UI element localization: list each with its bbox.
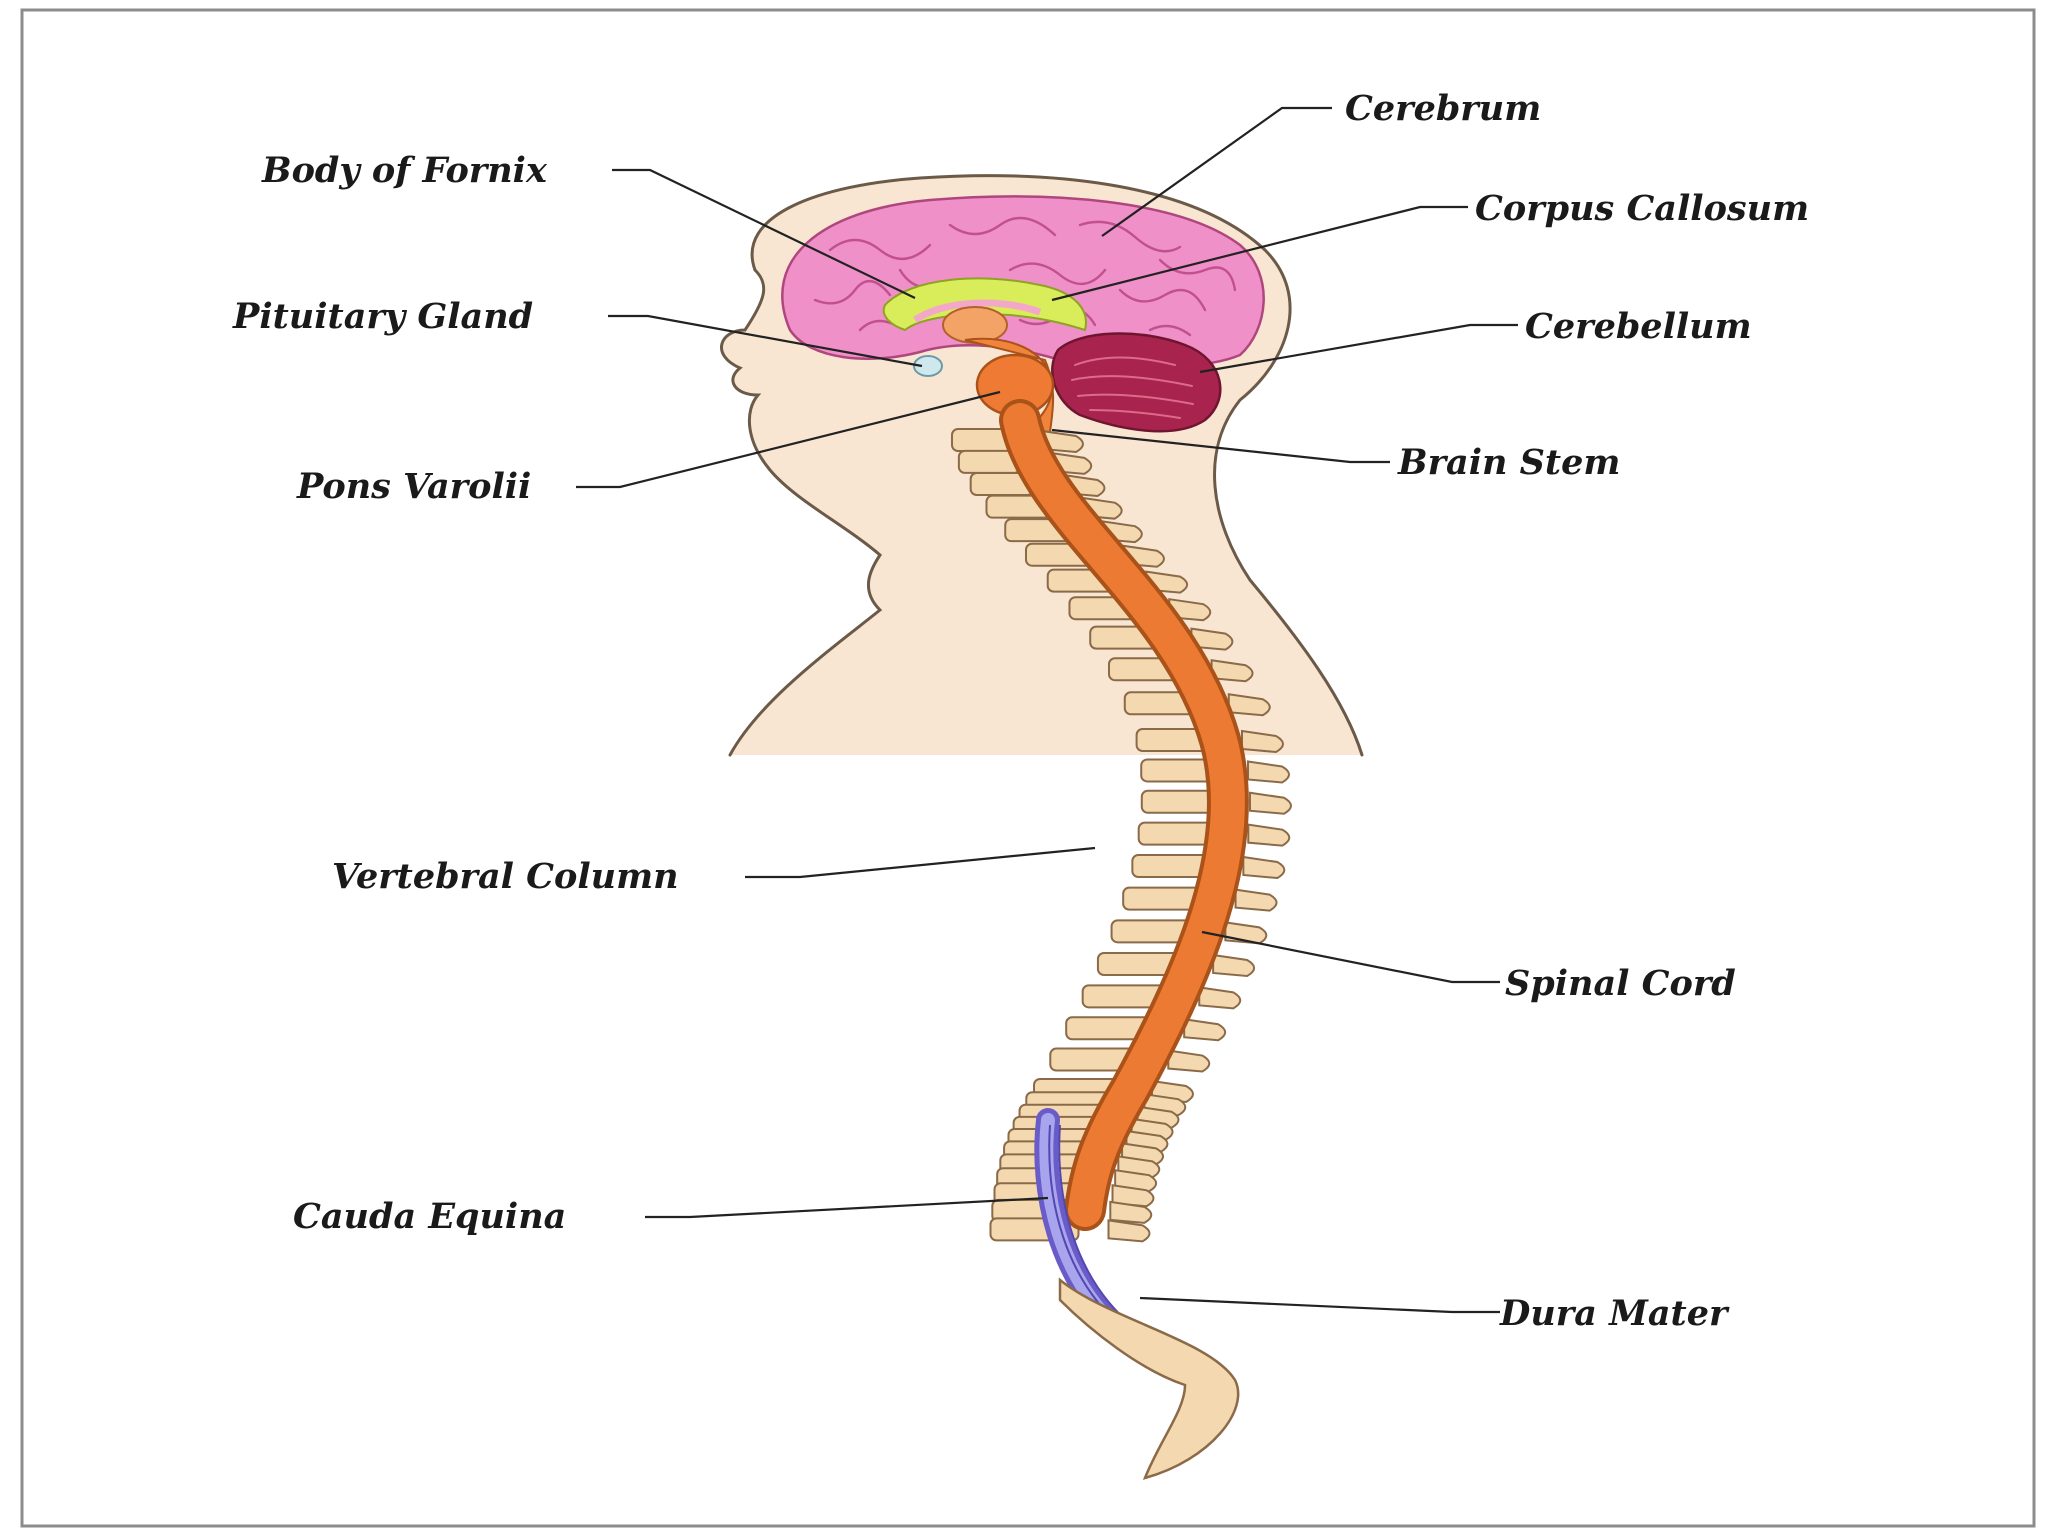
spinous-process [1190,627,1234,651]
label-dura-mater: Dura Mater [1499,1293,1730,1334]
spinous-process [1210,659,1254,683]
label-cerebellum: Cerebellum [1525,306,1752,347]
spinous-process [1234,888,1278,912]
label-vertebral-column: Vertebral Column [332,856,679,897]
leader-cauda-equina [645,1196,1049,1219]
label-cerebrum: Cerebrum [1345,88,1541,129]
head-outline [750,174,1364,757]
cerebellum [1051,332,1222,433]
sacrum-coccyx [1058,1277,1240,1480]
spinous-process [1168,598,1212,622]
leader-brain-stem [1051,428,1390,464]
labels: Cerebrum Body of Fornix Corpus Callosum … [232,88,1809,1334]
body-of-fornix [913,299,1042,323]
spinous-process [1241,729,1284,754]
leader-corpus-callosum [1051,205,1468,302]
leader-cerebrum [1101,106,1332,237]
label-body-of-fornix: Body of Fornix [261,150,548,191]
spinous-process [1198,986,1242,1010]
spinous-process [1109,1200,1153,1224]
leader-spinal-cord [1201,930,1500,984]
leader-body-of-fornix [612,168,916,299]
spinous-process [1107,1219,1151,1243]
spinous-process [1111,1184,1155,1208]
spinous-process [1041,429,1084,454]
label-brain-stem: Brain Stem [1397,442,1620,483]
leader-vertebral-column [745,846,1096,879]
label-cauda-equina: Cauda Equina [293,1196,566,1237]
face-outline [720,268,883,757]
label-pons-varolii: Pons Varolii [296,466,531,507]
leader-cerebellum [1199,323,1518,374]
label-pituitary-gland: Pituitary Gland [232,296,533,337]
leader-pons-varolii [576,390,1001,489]
leader-lines [576,106,1518,1314]
pituitary-gland [913,355,943,377]
leader-pituitary-gland [608,314,923,368]
spinal-cord-core [1003,403,1245,1227]
cerebellum-shape [1051,332,1222,433]
spinous-process [1247,823,1291,847]
spinous-process [1242,855,1286,880]
spinous-process [1227,693,1271,717]
cerebellum-folia [1071,356,1194,419]
spinous-process [1183,1018,1227,1042]
thalamus [942,306,1008,344]
spinous-process [1212,953,1256,978]
label-corpus-callosum: Corpus Callosum [1475,188,1809,229]
spinous-process [1247,760,1290,784]
leader-dura-mater [1139,1296,1500,1314]
label-spinal-cord: Spinal Cord [1505,963,1736,1004]
spinous-process [1248,791,1292,815]
spinous-process [1167,1049,1211,1073]
